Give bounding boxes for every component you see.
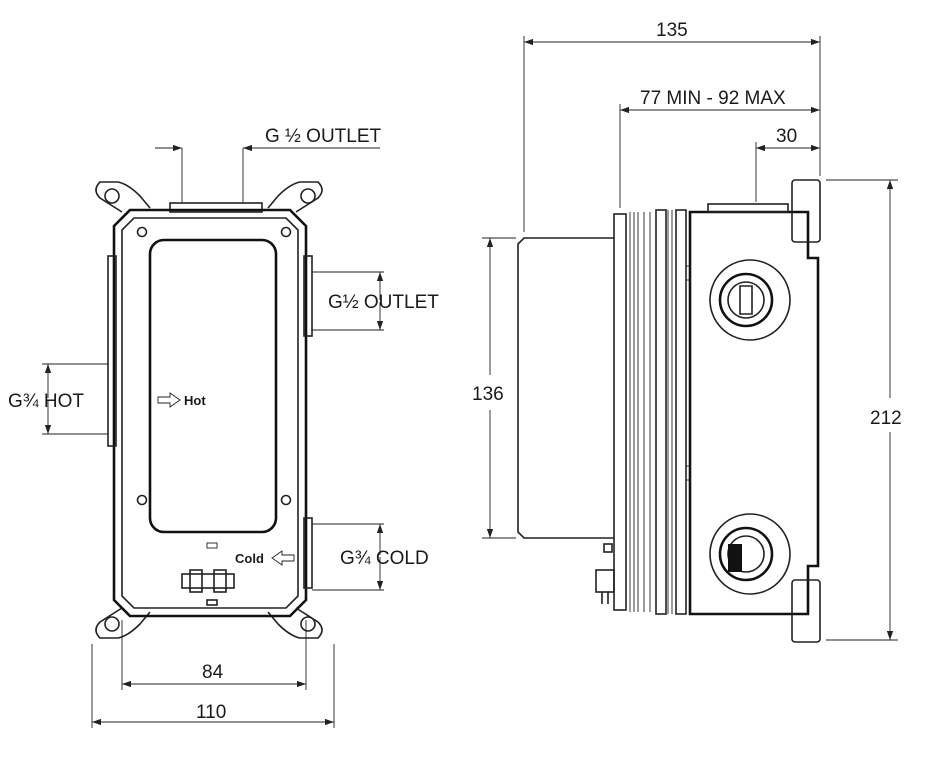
top-outlet-label: G ½ OUTLET [265, 126, 382, 147]
body-height-dimension: 136 [472, 237, 516, 539]
top-outlet-stub [169, 202, 263, 213]
side-outlet-label: G½ OUTLET [328, 292, 439, 313]
side-outlet-dimension: G½ OUTLET [312, 271, 439, 331]
housing-side [688, 210, 820, 616]
top-lip [707, 203, 789, 213]
hot-port [107, 255, 117, 447]
flange-dimension: 30 [755, 126, 820, 202]
bottom-clip [595, 543, 615, 604]
housing-inner [121, 217, 299, 609]
inner-width-dimension: 84 [121, 620, 307, 690]
overall-height-dimension: 212 [826, 179, 902, 641]
inner-width-label: 84 [202, 662, 224, 683]
hot-marker-text: Hot [184, 393, 206, 408]
inspection-window [148, 238, 278, 534]
hot-marker: Hot [157, 392, 206, 408]
upper-port [709, 259, 791, 341]
lower-flange [791, 579, 821, 643]
cold-marker-text: Cold [235, 551, 264, 566]
outer-width-dimension: 110 [91, 644, 335, 728]
indicator-slot [206, 542, 218, 549]
hot-inlet-label: G¾ HOT [8, 391, 84, 412]
outer-width-label: 110 [196, 702, 226, 723]
flange-label: 30 [776, 126, 797, 147]
side-view: 135 77 MIN - 92 MAX 30 136 2 [472, 20, 902, 643]
cold-arrow-icon [271, 550, 295, 566]
overall-depth-dimension: 135 [523, 20, 821, 232]
front-view: Hot Cold G ½ OUTLET [8, 126, 439, 728]
adjust-range-dimension: 77 MIN - 92 MAX [619, 88, 820, 208]
cold-inlet-dimension: G¾ COLD [312, 523, 429, 591]
body-height-label: 136 [472, 384, 504, 405]
overall-height-label: 212 [870, 408, 902, 429]
upper-flange [791, 179, 821, 243]
mounting-ears [95, 181, 323, 639]
housing-outer [112, 208, 308, 618]
adjust-range-label: 77 MIN - 92 MAX [640, 88, 786, 109]
top-outlet-dimension: G ½ OUTLET [155, 126, 382, 203]
cold-inlet-label: G¾ COLD [340, 548, 429, 569]
cold-marker: Cold [206, 542, 295, 566]
screw-holes [136, 226, 292, 506]
hot-arrow-icon [157, 392, 181, 408]
lower-port [709, 513, 791, 595]
overall-depth-label: 135 [656, 20, 688, 41]
cold-port [303, 517, 313, 589]
adjustment-rings [613, 209, 691, 615]
cover-body [517, 237, 614, 539]
outlet-port [303, 255, 313, 337]
hot-inlet-dimension: G¾ HOT [8, 363, 108, 435]
valve-cartridge [181, 569, 235, 606]
